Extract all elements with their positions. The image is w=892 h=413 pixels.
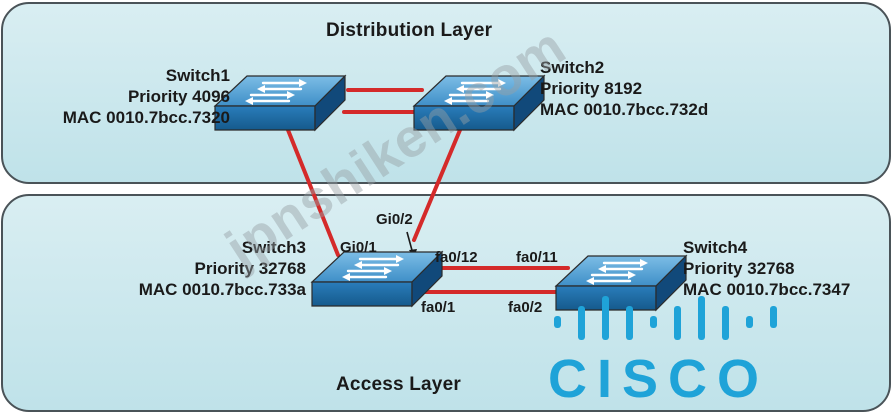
links bbox=[286, 88, 570, 294]
switch2-priority: Priority 8192 bbox=[540, 79, 643, 98]
access-layer-title: Access Layer bbox=[336, 374, 461, 395]
switch3-icon[interactable] bbox=[310, 250, 444, 308]
port-s3-gi0-1: Gi0/1 bbox=[340, 239, 377, 256]
switch3-mac: MAC 0010.7bcc.733a bbox=[138, 280, 306, 299]
cisco-logo-bars-icon bbox=[554, 296, 777, 340]
switch4-mac: MAC 0010.7bcc.7347 bbox=[683, 280, 851, 299]
switch4-name: Switch4 bbox=[683, 238, 748, 257]
distribution-layer-title: Distribution Layer bbox=[326, 20, 493, 41]
cisco-logo-text: CISCO bbox=[548, 349, 770, 409]
switch1-name: Switch1 bbox=[165, 66, 230, 85]
port-s3-fa0-12: fa0/12 bbox=[435, 249, 478, 266]
port-s4-fa0-11: fa0/11 bbox=[516, 249, 558, 266]
switch2-mac: MAC 0010.7bcc.732d bbox=[540, 100, 709, 119]
switch1-mac: MAC 0010.7bcc.7320 bbox=[62, 108, 230, 127]
switch4-label: Switch4 Priority 32768 MAC 0010.7bcc.734… bbox=[683, 237, 850, 300]
switch4-icon[interactable] bbox=[554, 254, 688, 312]
switch3-name: Switch3 bbox=[241, 238, 306, 257]
switch2-label: Switch2 Priority 8192 MAC 0010.7bcc.732d bbox=[540, 57, 708, 120]
switch1-priority: Priority 4096 bbox=[127, 87, 230, 106]
switch1-label: Switch1 Priority 4096 MAC 0010.7bcc.7320 bbox=[63, 65, 230, 128]
port-s4-fa0-2: fa0/2 bbox=[508, 299, 543, 316]
switch3-label: Switch3 Priority 32768 MAC 0010.7bcc.733… bbox=[139, 237, 306, 300]
access-layer-panel bbox=[1, 194, 891, 412]
link-s1-s3 bbox=[286, 128, 340, 257]
port-s3-gi0-2: Gi0/2 bbox=[376, 211, 413, 228]
switch4-priority: Priority 32768 bbox=[683, 259, 795, 278]
switch1-icon[interactable] bbox=[213, 74, 347, 132]
port-s3-fa0-1: fa0/1 bbox=[421, 299, 456, 316]
switch3-priority: Priority 32768 bbox=[194, 259, 306, 278]
switch2-name: Switch2 bbox=[540, 58, 605, 77]
link-s2-s3 bbox=[412, 128, 462, 242]
